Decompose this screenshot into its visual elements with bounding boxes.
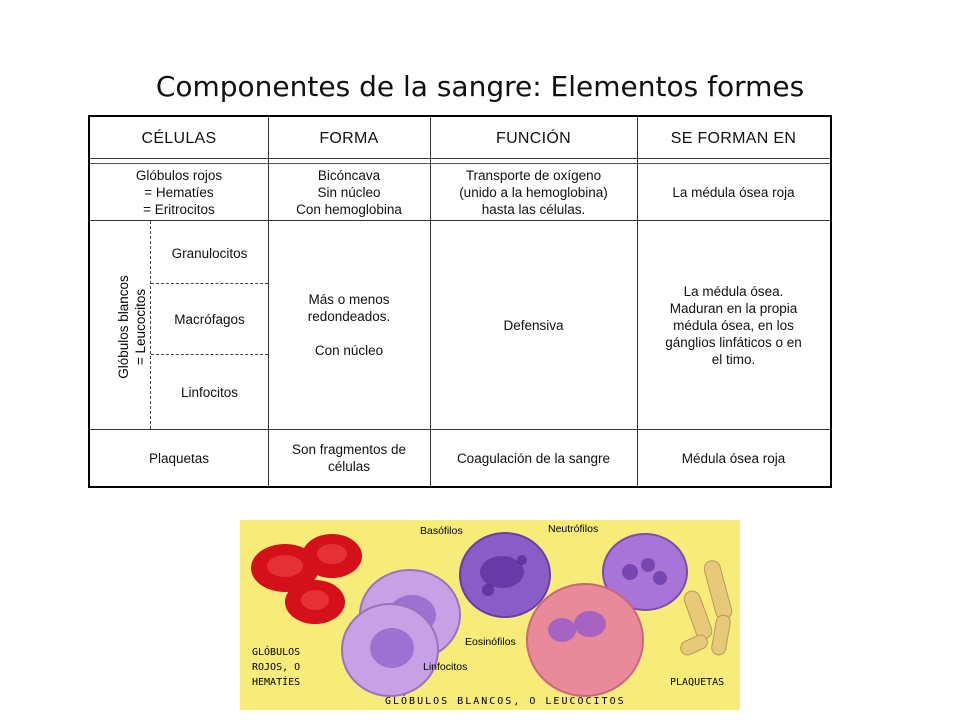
cell-plaquetas-forma: Son fragmentos de células	[291, 442, 407, 474]
header-se-forman-en: SE FORMAN EN	[670, 129, 797, 147]
cell-linfocitos: Linfocitos	[180, 384, 239, 400]
label-basofilos: Basófilos	[420, 525, 463, 537]
header-forma: FORMA	[319, 129, 379, 147]
wbc-group-divider	[150, 221, 151, 429]
header-divider-second	[90, 163, 830, 164]
slide-title: Componentes de la sangre: Elementos form…	[155, 70, 805, 103]
row-divider	[90, 220, 830, 221]
red-blood-cells	[251, 534, 362, 624]
cell-globulos-blancos: Glóbulos blancos = Leucocitos	[116, 275, 148, 379]
cell-rbc-forma: Bicóncava Sin núcleo Con hemoglobina	[296, 167, 402, 217]
eosinophil	[526, 583, 644, 697]
cell-macrofagos: Macrófagos	[174, 311, 245, 327]
label-neutrofilos: Neutrófilos	[548, 523, 598, 535]
label-globulos-rojos-line3: HEMATÍES	[252, 675, 300, 688]
cell-rbc-funcion: Transporte de oxígeno (unido a la hemogl…	[459, 167, 608, 217]
wbc-subdivider	[151, 354, 268, 355]
column-divider	[637, 117, 638, 486]
header-funcion: FUNCIÓN	[496, 129, 571, 147]
cell-rbc-forman: La médula ósea roja	[672, 184, 795, 200]
label-globulos-blancos: GLÓBULOS BLANCOS, O LEUCOCITOS	[385, 694, 626, 707]
cell-granulocitos: Granulocitos	[171, 245, 248, 261]
label-linfocitos: Linfocitos	[423, 661, 467, 673]
red-blood-cell	[285, 580, 345, 624]
cell-wbc-forman: La médula ósea. Maduran en la propia méd…	[665, 283, 802, 367]
label-globulos-rojos-line1: GLÓBULOS	[252, 645, 300, 658]
neutrophil	[602, 533, 688, 611]
red-blood-cell	[302, 534, 362, 578]
cell-plaquetas-forman: Médula ósea roja	[681, 450, 786, 466]
blood-cells-illustration: Basófilos Neutrófilos Eosinófilos Linfoc…	[240, 520, 740, 710]
label-plaquetas: PLAQUETAS	[670, 677, 724, 688]
blood-components-table: CÉLULAS FORMA FUNCIÓN SE FORMAN EN Glóbu…	[88, 115, 832, 488]
row-divider	[90, 429, 830, 430]
cell-globulos-rojos: Glóbulos rojos = Hematíes = Eritrocitos	[135, 167, 223, 217]
label-globulos-rojos-line2: ROJOS, O	[252, 662, 300, 673]
column-divider	[268, 117, 269, 486]
basophil	[459, 532, 551, 618]
platelets	[680, 560, 733, 656]
wbc-subdivider	[151, 283, 268, 284]
lymphocyte	[341, 603, 439, 697]
cell-plaquetas-funcion: Coagulación de la sangre	[456, 450, 611, 466]
cell-plaquetas: Plaquetas	[148, 450, 210, 466]
label-eosinofilos: Eosinófilos	[465, 636, 516, 648]
column-divider	[430, 117, 431, 486]
lymphocytes	[341, 569, 461, 697]
header-divider	[90, 158, 830, 159]
cell-wbc-funcion: Defensiva	[503, 317, 564, 333]
cell-wbc-forma: Más o menos redondeados. Con núcleo	[307, 292, 391, 358]
header-celulas: CÉLULAS	[141, 129, 217, 147]
